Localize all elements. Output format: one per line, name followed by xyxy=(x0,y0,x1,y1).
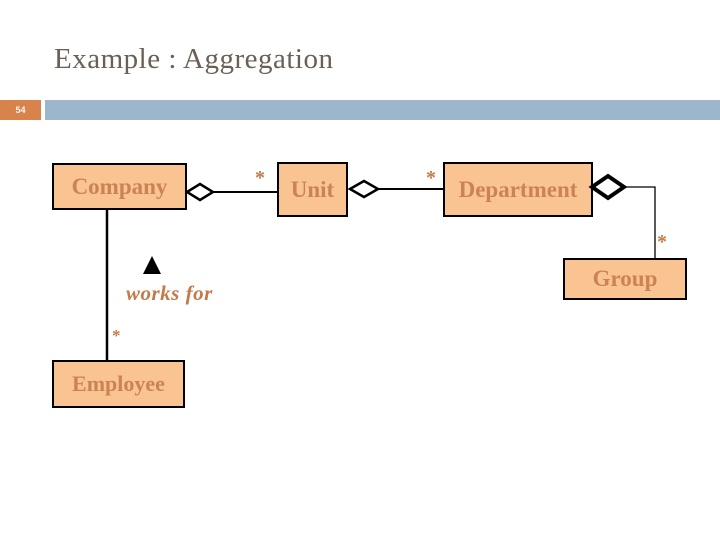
class-box-employee: Employee xyxy=(52,360,185,408)
slide-number-badge: 54 xyxy=(0,100,41,120)
aggregation-diamond-unit-icon xyxy=(347,179,381,199)
multiplicity-star-department: * xyxy=(426,167,436,189)
multiplicity-star-unit: * xyxy=(255,167,265,189)
class-box-department: Department xyxy=(443,162,593,217)
class-label-group: Group xyxy=(592,266,658,291)
aggregation-diamond-company-icon xyxy=(184,182,216,202)
slide-number: 54 xyxy=(15,105,26,115)
multiplicity-star-group: * xyxy=(657,231,667,253)
multiplicity-star-employee: * xyxy=(112,326,121,345)
works-for-label: works for xyxy=(126,281,213,305)
class-label-department: Department xyxy=(458,176,578,202)
reading-direction-triangle-icon xyxy=(143,256,161,274)
aggregation-diamond-department-icon xyxy=(588,173,628,201)
class-label-unit: Unit xyxy=(290,176,335,202)
class-label-company: Company xyxy=(71,173,168,199)
class-box-group: Group xyxy=(563,258,687,300)
class-label-employee: Employee xyxy=(72,371,165,396)
class-box-unit: Unit xyxy=(277,162,348,217)
slide-title: Example : Aggregation xyxy=(54,43,334,75)
connector-department-group xyxy=(624,186,656,258)
class-box-company: Company xyxy=(52,163,187,210)
header-accent-bar xyxy=(45,100,720,120)
